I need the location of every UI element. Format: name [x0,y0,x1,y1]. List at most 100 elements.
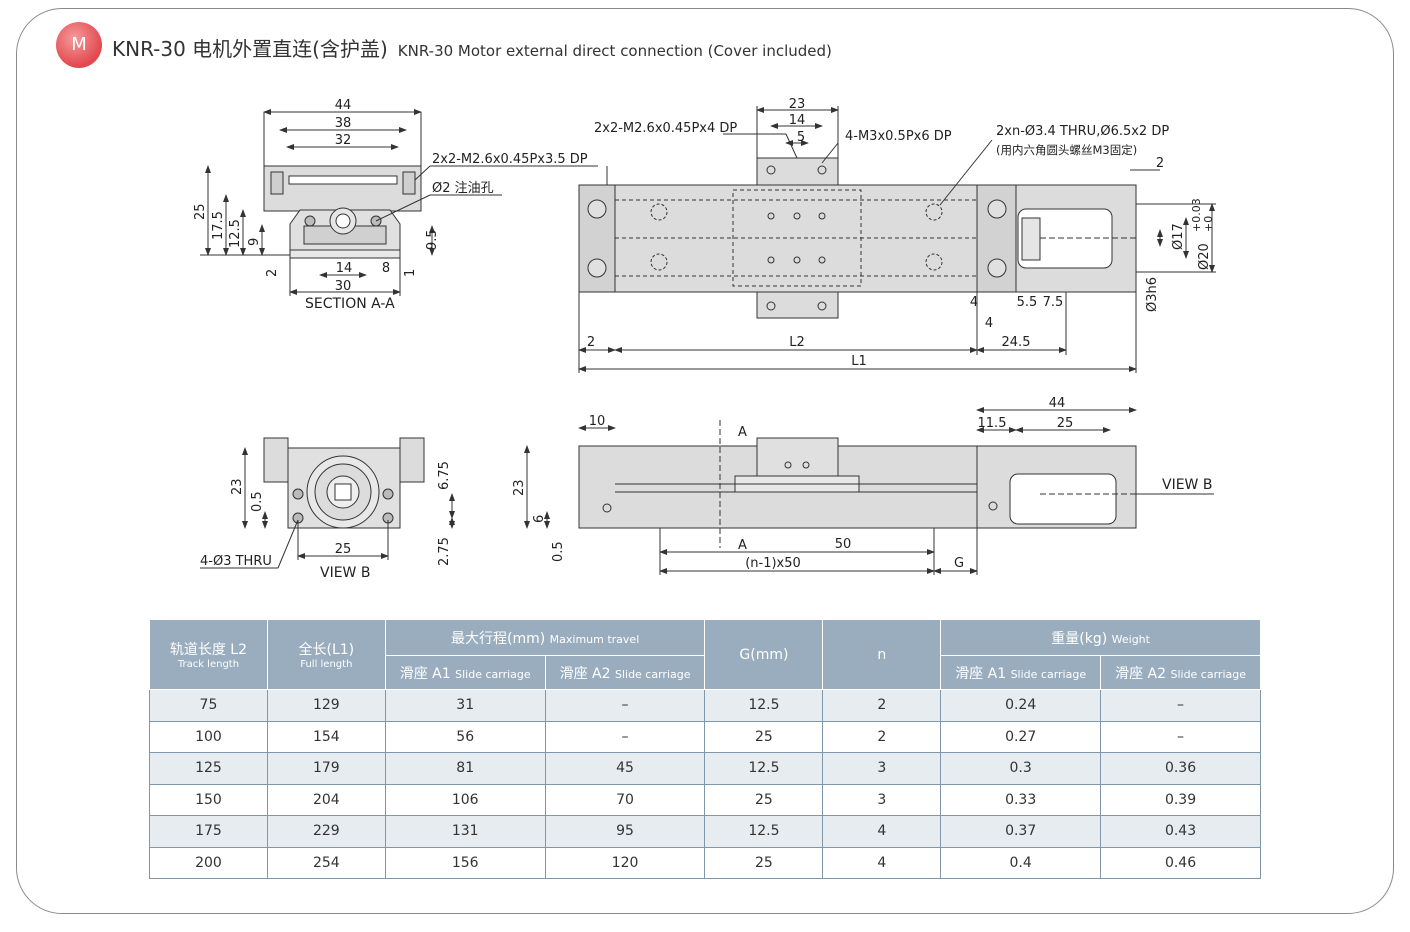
table-cell: 25 [704,846,824,879]
table-cell: 204 [266,783,386,816]
dim-label: 7.5 [1043,295,1064,310]
section-mark-top: A [738,425,747,440]
table-cell: – [1100,720,1261,753]
view-b-caption: VIEW B [320,565,370,581]
col-travel-a1: 滑座 A1 Slide carriage [384,655,546,690]
dim-label: 5.5 [1017,295,1038,310]
col-full-length: 全长(L1) Full length [266,619,386,690]
table-cell: 25 [704,783,824,816]
dim-label: 23 [512,479,527,496]
dim-label: 6 [532,515,547,523]
dim-label: L1 [851,354,867,369]
dim-label: Ø3h6 [1145,277,1160,312]
table-cell: 150 [149,783,268,816]
title-cn: KNR-30 电机外置直连(含护盖) [112,37,388,61]
table-cell: 229 [266,815,386,848]
dim-tolerance: +0 [1202,216,1215,232]
col-n: n [822,619,942,690]
table-cell: 3 [822,752,942,785]
title-en: KNR-30 Motor external direct connection … [397,42,832,60]
dim-label: 2 [587,335,595,350]
dim-label: 2 [265,269,280,277]
table-cell: 175 [149,815,268,848]
table-cell: 131 [384,815,546,848]
oil-hole-callout: Ø2 注油孔 [432,181,494,196]
tap-callout-a: 2x2-M2.6x0.45Px3.5 DP [432,152,588,167]
table-cell: 25 [704,720,824,753]
table-cell: 70 [544,783,706,816]
dim-label: 4 [970,295,978,310]
section-badge: M [56,22,102,68]
table-cell: 156 [384,846,546,879]
table-cell: – [544,720,706,753]
dim-label: 25 [1057,416,1074,431]
dim-tolerance: +0.03 [1190,198,1203,232]
dim-label: 2.75 [437,537,452,566]
table-cell: 0.27 [940,720,1102,753]
table-cell: 0.33 [940,783,1102,816]
table-cell: 3 [822,783,942,816]
dim-label: 30 [335,279,352,294]
dim-label: Ø17 [1171,223,1186,250]
view-b [200,437,455,569]
table-cell: – [544,689,706,722]
thru-callout-note: (用内六角圆头螺丝M3固定) [996,143,1137,157]
table-cell: 125 [149,752,268,785]
dim-label: 9 [247,238,262,246]
table-cell: 179 [266,752,386,785]
table-cell: 12.5 [704,752,824,785]
col-track-length: 轨道长度 L2 Track length [149,619,268,690]
dim-label: (n-1)x50 [745,556,801,571]
table-cell: 0.24 [940,689,1102,722]
table-cell: 106 [384,783,546,816]
page-frame [16,8,1394,914]
col-weight: 重量(kg) Weight [940,619,1261,656]
table-cell: 0.46 [1100,846,1261,879]
spec-table: 轨道长度 L2 Track length 全长(L1) Full length … [149,619,1261,879]
dim-label: 2 [1156,156,1164,171]
dim-label: 9.5 [425,229,440,250]
table-cell: 154 [266,720,386,753]
table-cell: 31 [384,689,546,722]
dim-label: Ø20 [1197,243,1212,270]
dim-label: 14 [336,261,353,276]
dim-label: 23 [789,97,806,112]
dim-label: 1 [403,269,418,277]
table-cell: 0.43 [1100,815,1261,848]
table-cell: 0.39 [1100,783,1261,816]
tap-callout-b: 2x2-M2.6x0.45Px4 DP [594,121,737,136]
top-view-labels: 2x2-M2.6x0.45Px4 DP 4-M3x0.5Px6 DP 2xn-Ø… [587,97,1215,369]
table-cell: 0.36 [1100,752,1261,785]
table-cell: 56 [384,720,546,753]
table-cell: 120 [544,846,706,879]
view-b-labels: 23 0.5 6.75 25 2.75 4-Ø3 THRU VIEW B [200,461,452,581]
dim-label: 10 [589,414,606,429]
dim-label: 25 [193,203,208,220]
table-cell: 12.5 [704,689,824,722]
dim-label: 17.5 [211,211,226,240]
dim-label: 8 [382,261,390,276]
dim-label: 4 [985,316,993,331]
dim-label: 25 [335,542,352,557]
table-cell: 0.3 [940,752,1102,785]
dim-label: 50 [835,537,852,552]
col-weight-a2: 滑座 A2 Slide carriage [1100,655,1261,690]
table-cell: 254 [266,846,386,879]
col-max-travel: 最大行程(mm) Maximum travel [384,619,706,656]
dim-label: G [954,556,964,571]
dim-label: 5 [797,130,805,145]
page-title: KNR-30 电机外置直连(含护盖) KNR-30 Motor external … [112,33,832,62]
dim-label: 6.75 [437,461,452,490]
side-view [524,407,1214,575]
col-travel-a2: 滑座 A2 Slide carriage [544,655,706,690]
dim-label: 38 [335,116,352,131]
table-cell: 2 [822,689,942,722]
table-cell: 75 [149,689,268,722]
section-a-a-labels: 44 38 32 25 17.5 12.5 9 9.5 2 14 8 1 30 … [193,98,588,312]
table-cell: 81 [384,752,546,785]
